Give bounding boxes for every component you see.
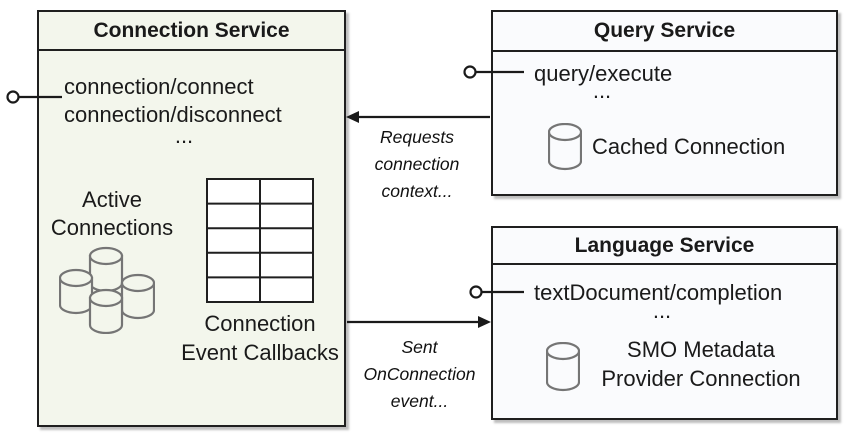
method-query-execute: query/execute	[534, 61, 673, 86]
smo-provider-connection-label: SMO Metadata Provider Connection	[581, 335, 821, 393]
requests-connection-arrow	[346, 111, 490, 123]
active-connections-label: Active Connections	[50, 187, 174, 240]
connection-service-title: Connection Service	[39, 12, 344, 51]
method-connection-connect: connection/connect	[64, 74, 254, 99]
query-service-box: Query Service query/execute ... Cached C…	[491, 10, 838, 196]
cached-connection-label: Cached Connection	[592, 134, 786, 159]
query-service-title: Query Service	[493, 12, 836, 52]
connection-service-box: Connection Service connection/connect co…	[37, 10, 346, 427]
method-textdocument-completion: textDocument/completion	[534, 280, 783, 305]
requests-connection-context-label: Requests connection context...	[374, 127, 460, 201]
language-service-title: Language Service	[493, 228, 836, 265]
smo-provider-line2: Provider Connection	[601, 366, 801, 391]
method-connection-disconnect: connection/disconnect	[64, 102, 282, 127]
callbacks-table-grid-icon	[206, 178, 314, 303]
onconnection-event-arrow	[347, 316, 491, 328]
smo-provider-line1: SMO Metadata	[627, 337, 775, 362]
database-cylinder-cluster-icon	[59, 246, 155, 334]
language-service-box: Language Service textDocument/completion…	[491, 226, 838, 420]
language-methods-ellipsis: ...	[652, 298, 672, 323]
connection-service-methods: connection/connect connection/disconnect	[64, 73, 282, 129]
sent-onconnection-event-label: Sent OnConnection event...	[363, 337, 476, 411]
query-methods-ellipsis: ...	[592, 78, 612, 103]
smo-provider-database-icon	[546, 342, 580, 392]
cached-connection-database-icon	[548, 123, 582, 171]
connection-methods-ellipsis: ...	[174, 123, 194, 148]
callbacks-label: Connection Event Callbacks	[181, 311, 339, 365]
